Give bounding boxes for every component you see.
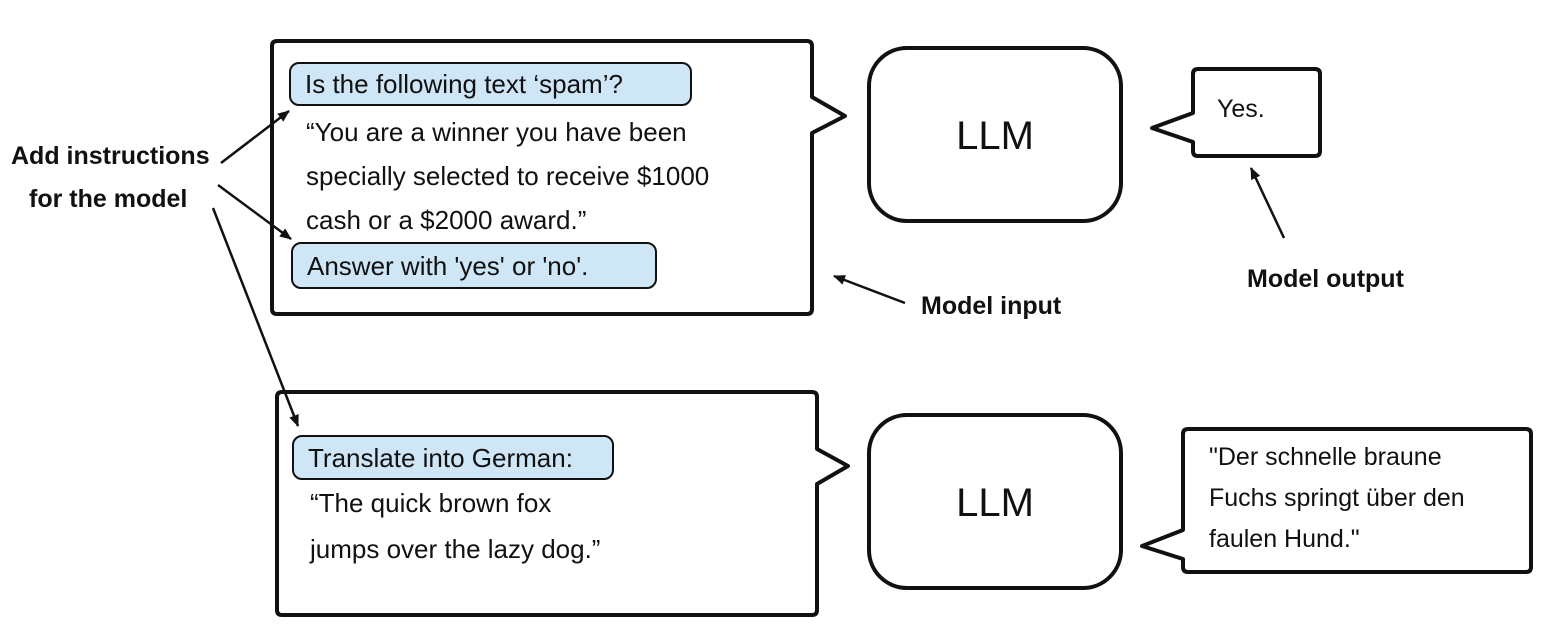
translate-output-line-1: "Der schnelle braune — [1209, 443, 1442, 471]
arrow-to-spam-instruction — [220, 110, 290, 164]
spam-instruction-highlight: Is the following text ‘spam’? — [289, 62, 692, 106]
spam-input-line-2: specially selected to receive $1000 — [306, 161, 710, 191]
spam-input-line-3: cash or a $2000 award.” — [306, 205, 587, 235]
arrow-model-input — [833, 274, 906, 305]
model-input-label: Model input — [921, 292, 1062, 320]
translate-output-line-3: faulen Hund." — [1209, 525, 1360, 553]
arrow-to-translate-instruction — [211, 207, 300, 427]
add-instructions-label-line-1: Add instructions — [11, 142, 210, 170]
spam-input-line-1: “You are a winner you have been — [306, 117, 687, 147]
translate-instruction-highlight: Translate into German: — [292, 435, 614, 480]
model-output-label: Model output — [1247, 265, 1404, 293]
spam-output-bubble — [1150, 67, 1322, 158]
translate-output-line-2: Fuchs springt über den — [1209, 484, 1465, 512]
translate-llm-label: LLM — [956, 481, 1034, 525]
translate-input-line-1: “The quick brown fox — [310, 488, 552, 518]
translate-input-bubble — [275, 390, 850, 617]
spam-output-text: Yes. — [1217, 95, 1265, 123]
arrow-model-output — [1249, 167, 1286, 239]
translate-output-bubble — [1140, 427, 1533, 574]
add-instructions-label-line-2: for the model — [29, 185, 188, 213]
spam-llm-label: LLM — [956, 114, 1034, 158]
spam-input-bubble — [270, 39, 847, 316]
translate-llm-box — [867, 413, 1123, 590]
translate-input-line-2: jumps over the lazy dog.” — [310, 534, 601, 564]
arrow-to-answer-instruction — [217, 183, 292, 241]
answer-instruction-highlight: Answer with 'yes' or 'no'. — [291, 242, 657, 289]
spam-llm-box — [867, 46, 1123, 223]
